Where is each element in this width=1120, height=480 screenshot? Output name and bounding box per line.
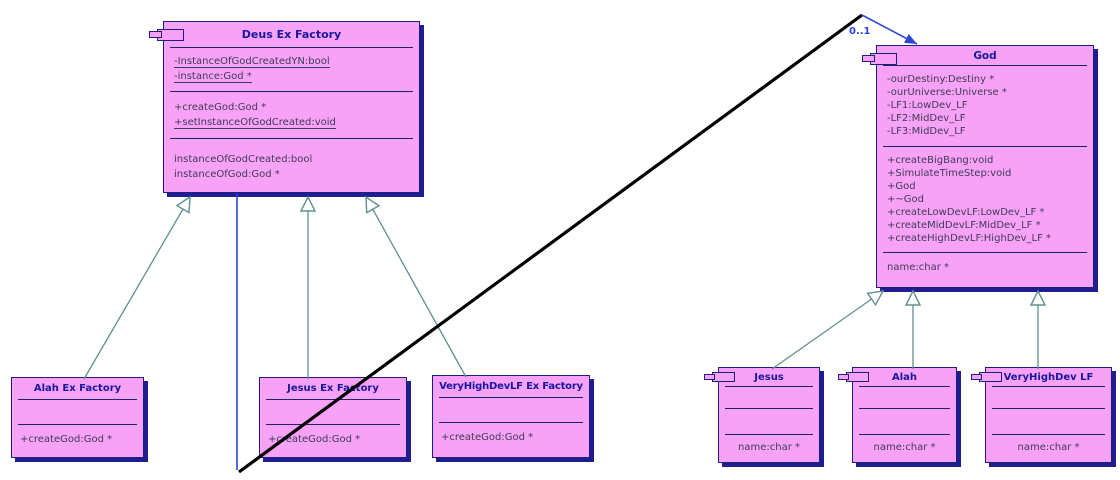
methods-compartment: +createGod:God * — [433, 423, 589, 457]
property-row: name:char * — [887, 262, 949, 273]
property-row: name:char * — [1017, 442, 1080, 453]
class-title: VeryHighDevLF Ex Factory — [439, 381, 583, 392]
class-title: Deus Ex Factory — [241, 28, 342, 41]
class-title: Alah Ex Factory — [33, 383, 122, 394]
method-row: +createHighDevLF:HighDev_LF * — [887, 233, 1052, 244]
methods-compartment: +createGod:God * +setInstanceOfGodCreate… — [164, 92, 419, 138]
attributes-compartment-empty — [260, 400, 406, 424]
property-row: name:char * — [873, 442, 936, 453]
compartment-divider — [859, 434, 950, 435]
attribute-row: -instance:God * — [174, 71, 252, 83]
class-title: Jesus Ex Factory — [287, 383, 379, 394]
attribute-row: -LF1:LowDev_LF — [887, 100, 968, 111]
class-title: Alah — [891, 371, 918, 383]
multiplicity-label: 0..1 — [849, 26, 871, 37]
class-icon — [862, 53, 897, 65]
attribute-row: -LF2:MidDev_LF — [887, 113, 966, 124]
methods-compartment-empty — [853, 409, 956, 434]
method-row: +createGod:God * — [441, 432, 534, 443]
methods-compartment-empty — [986, 409, 1111, 434]
class-icon — [704, 372, 735, 382]
property-row: name:char * — [738, 442, 800, 453]
attribute-row: -ourUniverse:Universe * — [887, 87, 1007, 98]
class-box-god[interactable]: God -ourDestiny:Destiny * -ourUniverse:U… — [862, 45, 1094, 288]
properties-compartment: name:char * — [719, 435, 819, 462]
class-title: VeryHighDev LF — [1003, 371, 1094, 383]
methods-compartment-empty — [719, 409, 819, 434]
class-icon — [149, 29, 184, 41]
class-box-jesus-ex-factory[interactable]: Jesus Ex Factory +createGod:God * — [259, 377, 407, 458]
attributes-compartment-empty — [719, 387, 819, 408]
attribute-row: -InstanceOfGodCreatedYN:bool — [174, 56, 330, 68]
method-row: +SimulateTimeStep:void — [887, 168, 1012, 179]
method-row: +createGod:God * — [268, 434, 361, 445]
properties-compartment: name:char * — [986, 435, 1111, 462]
compartment-divider — [883, 146, 1087, 147]
attributes-compartment: -ourDestiny:Destiny * -ourUniverse:Unive… — [877, 66, 1093, 146]
compartment-divider — [18, 424, 137, 425]
attributes-compartment-empty — [12, 400, 143, 424]
method-row: +createGod:God * — [174, 102, 267, 113]
class-box-alah-ex-factory[interactable]: Alah Ex Factory +createGod:God * — [11, 377, 144, 458]
property-row: instanceOfGod:God * — [174, 169, 280, 180]
attribute-row: -LF3:MidDev_LF — [887, 126, 966, 137]
compartment-divider — [992, 408, 1105, 409]
methods-compartment: +createGod:God * — [12, 425, 143, 457]
class-title: God — [973, 49, 997, 62]
compartment-divider — [883, 252, 1087, 253]
attributes-compartment-empty — [433, 398, 589, 422]
method-row: +createLowDevLF:LowDev_LF * — [887, 207, 1045, 218]
class-box-jesus[interactable]: Jesus name:char * — [704, 367, 820, 463]
properties-compartment: name:char * — [877, 253, 1093, 287]
class-box-alah[interactable]: Alah name:char * — [838, 367, 957, 463]
methods-compartment: +createGod:God * — [260, 425, 406, 457]
class-box-veryhighdev-lf[interactable]: VeryHighDev LF name:char * — [971, 367, 1112, 463]
compartment-divider — [883, 65, 1087, 66]
compartment-divider — [992, 434, 1105, 435]
inheritance-alah-ex-to-deus — [83, 197, 190, 380]
attribute-row: -ourDestiny:Destiny * — [887, 74, 995, 85]
attributes-compartment: -InstanceOfGodCreatedYN:bool -instance:G… — [164, 48, 419, 91]
method-row: +~God — [887, 194, 924, 205]
attributes-compartment-empty — [853, 387, 956, 408]
class-icon — [838, 372, 869, 382]
inheritance-vhd-ex-to-deus — [366, 197, 467, 378]
method-row: +createBigBang:void — [887, 155, 994, 166]
methods-compartment: +createBigBang:void +SimulateTimeStep:vo… — [877, 147, 1093, 252]
compartment-divider — [18, 399, 137, 400]
properties-compartment: name:char * — [853, 435, 956, 462]
class-box-veryhighdevlf-ex-factory[interactable]: VeryHighDevLF Ex Factory +createGod:God … — [432, 375, 590, 458]
inheritance-jesus-to-god — [771, 291, 883, 370]
method-row: +God — [887, 181, 916, 192]
properties-compartment: instanceOfGodCreated:bool instanceOfGod:… — [164, 139, 419, 192]
method-row: +setInstanceOfGodCreated:void — [174, 117, 336, 129]
method-row: +createGod:God * — [20, 434, 113, 445]
method-row: +createMidDevLF:MidDev_LF * — [887, 220, 1041, 231]
property-row: instanceOfGodCreated:bool — [174, 154, 313, 165]
attributes-compartment-empty — [986, 387, 1111, 408]
compartment-divider — [859, 408, 950, 409]
compartment-divider — [992, 386, 1105, 387]
class-icon — [971, 372, 1002, 382]
compartment-divider — [859, 386, 950, 387]
class-box-deus-ex-factory[interactable]: Deus Ex Factory -InstanceOfGodCreatedYN:… — [149, 21, 420, 193]
